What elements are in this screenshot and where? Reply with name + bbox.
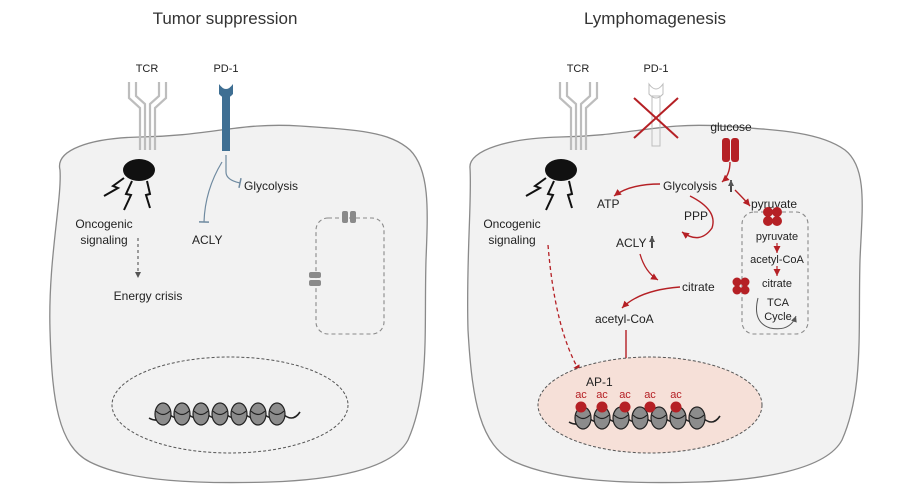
nucleosome-band bbox=[670, 414, 686, 420]
left-tcr-receptor bbox=[127, 82, 168, 150]
nucleosome-band bbox=[269, 410, 285, 416]
left-nucleus bbox=[111, 356, 349, 454]
acetyl-mark-dot bbox=[644, 401, 656, 413]
right-cycle-label: Cycle bbox=[764, 311, 792, 323]
right-ppp-loop-arrow bbox=[681, 195, 714, 239]
acetyl-mark-label: ac bbox=[619, 389, 631, 401]
right-citrate-cyto-label: citrate bbox=[682, 280, 715, 294]
left-chromatin bbox=[148, 402, 301, 426]
right-signaling-label: signaling bbox=[488, 233, 535, 247]
nucleosome-band bbox=[689, 414, 705, 420]
right-ap1-label: AP-1 bbox=[586, 375, 613, 389]
left-signaling-label: signaling bbox=[80, 233, 127, 247]
nucleosome-band bbox=[193, 410, 209, 416]
right-citrate-to-acetylcoa-arrow bbox=[621, 286, 681, 309]
right-pd1-label: PD-1 bbox=[643, 63, 668, 75]
left-energy-crisis-label: Energy crisis bbox=[114, 289, 183, 303]
nucleosome-band bbox=[174, 410, 190, 416]
nucleosome-band bbox=[651, 414, 667, 420]
right-glucose-to-glycolysis-arrow bbox=[721, 161, 731, 183]
acetyl-mark-label: ac bbox=[670, 389, 682, 401]
right-acetylcoa-cyto-label: acetyl-CoA bbox=[595, 312, 654, 326]
nucleosome-band bbox=[613, 414, 629, 420]
nucleosome-band bbox=[632, 414, 648, 420]
left-tcr-label: TCR bbox=[136, 63, 159, 75]
right-oncogenic-to-ap1-arrow bbox=[547, 244, 581, 373]
left-oncogenic-signaling-icon bbox=[103, 159, 155, 211]
right-glucose-transporter bbox=[722, 138, 739, 162]
right-glycolysis-label: Glycolysis bbox=[663, 179, 717, 193]
left-pd1-label: PD-1 bbox=[213, 63, 238, 75]
right-pyruvate-cyto-label: pyruvate bbox=[751, 197, 797, 211]
right-acetylcoa-mito-label: acetyl-CoA bbox=[750, 254, 804, 266]
nucleosome-band bbox=[575, 414, 591, 420]
right-glycolysis-to-pyruvate-arrow bbox=[734, 189, 751, 207]
nucleosome-band bbox=[212, 410, 228, 416]
right-chromatin bbox=[568, 406, 721, 430]
acetyl-mark-dot bbox=[670, 401, 682, 413]
right-oncogenic-signaling-icon bbox=[525, 159, 577, 211]
acetyl-mark-label: ac bbox=[575, 389, 587, 401]
left-mito-transporter-side bbox=[309, 272, 321, 286]
nucleosome-band bbox=[594, 414, 610, 420]
right-pd1-absent-icon bbox=[633, 82, 679, 147]
right-citrate-mito-label: citrate bbox=[762, 278, 792, 290]
right-tcr-receptor bbox=[558, 82, 599, 150]
nucleosome-band bbox=[250, 410, 266, 416]
left-pd1-to-glycolysis-inhibit bbox=[225, 155, 242, 189]
right-acly-to-citrate-arrow bbox=[639, 253, 659, 281]
right-tca-cycle-arrow bbox=[756, 297, 797, 330]
acetyl-mark-dot bbox=[575, 401, 587, 413]
left-title: Tumor suppression bbox=[153, 9, 298, 28]
nucleosome-band bbox=[231, 410, 247, 416]
acetyl-mark-label: ac bbox=[644, 389, 656, 401]
right-glycolysis-to-atp-arrow bbox=[613, 183, 661, 197]
acetyl-mark-dot bbox=[596, 401, 608, 413]
right-mito-transporter-top bbox=[763, 207, 782, 226]
acetyl-mark-dot bbox=[619, 401, 631, 413]
left-mito-transporter-top bbox=[342, 211, 356, 223]
right-pyruvate-mito-label: pyruvate bbox=[756, 231, 798, 243]
acetyl-mark-label: ac bbox=[596, 389, 608, 401]
right-tcr-label: TCR bbox=[567, 63, 590, 75]
nucleosome-band bbox=[155, 410, 171, 416]
left-glycolysis-label: Glycolysis bbox=[244, 179, 298, 193]
left-oncogenic-label: Oncogenic bbox=[75, 217, 132, 231]
right-ppp-label: PPP bbox=[684, 209, 708, 223]
left-acly-label: ACLY bbox=[192, 233, 222, 247]
left-pd1-receptor bbox=[219, 84, 233, 151]
right-atp-label: ATP bbox=[597, 197, 619, 211]
right-glucose-label: glucose bbox=[710, 120, 752, 134]
right-mito-transporter-side bbox=[732, 277, 750, 295]
right-tca-label: TCA bbox=[767, 297, 790, 309]
right-oncogenic-label: Oncogenic bbox=[483, 217, 540, 231]
right-acly-label: ACLY bbox=[616, 236, 646, 250]
left-pd1-to-acly-inhibit bbox=[198, 161, 223, 223]
right-title: Lymphomagenesis bbox=[584, 9, 726, 28]
